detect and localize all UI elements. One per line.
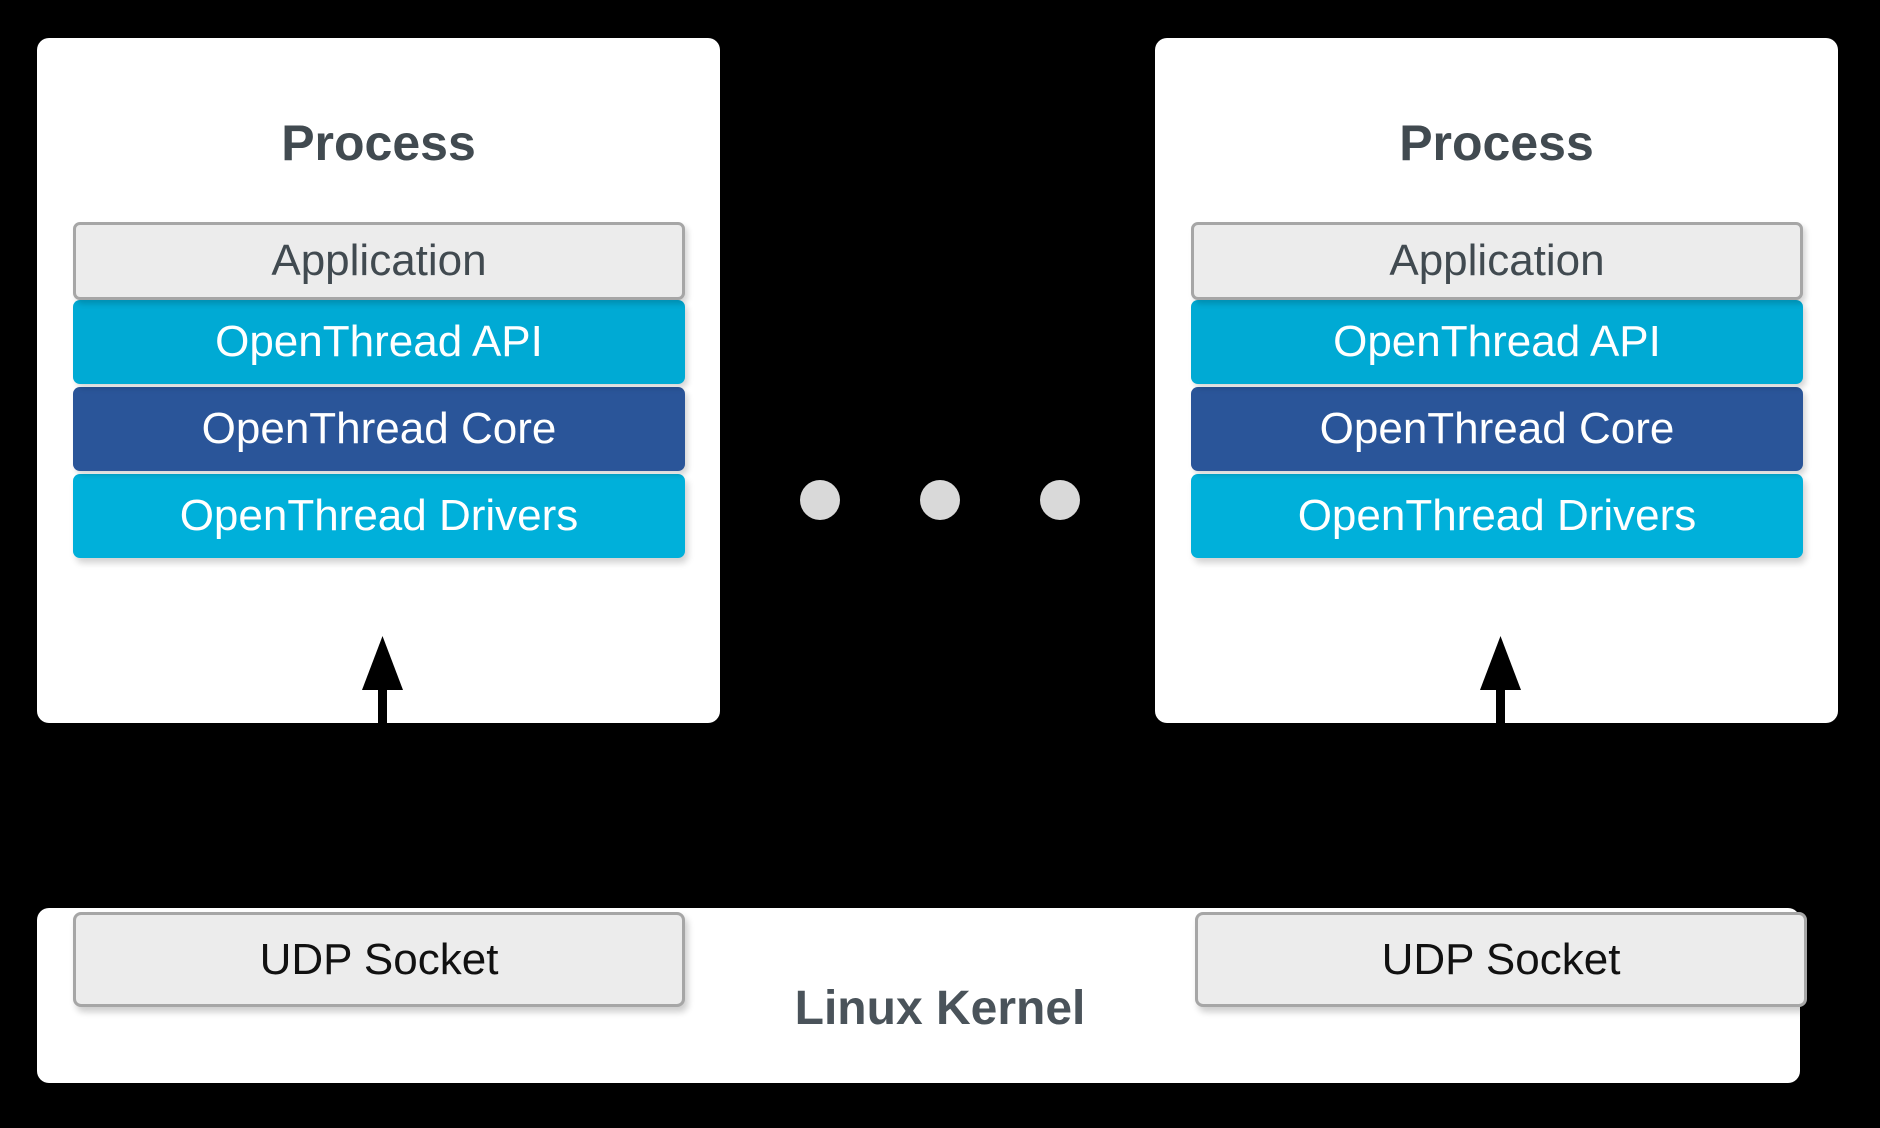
ellipsis-dot-2 <box>920 480 960 520</box>
layer-openthread-api-right[interactable]: OpenThread API <box>1191 300 1803 384</box>
udp-socket-label: UDP Socket <box>259 934 499 984</box>
layer-label: OpenThread Core <box>201 404 557 453</box>
layer-label: OpenThread API <box>1333 317 1661 366</box>
layer-label: OpenThread Drivers <box>179 491 579 540</box>
ellipsis-dot-3 <box>1040 480 1080 520</box>
layer-openthread-drivers-left[interactable]: OpenThread Drivers <box>73 474 685 558</box>
arrow-left-icon <box>362 636 403 728</box>
layer-application-left[interactable]: Application <box>73 222 685 300</box>
process-title-right: Process <box>1399 115 1594 171</box>
udp-socket-left[interactable]: UDP Socket <box>73 912 685 1007</box>
layer-openthread-core-right[interactable]: OpenThread Core <box>1191 387 1803 471</box>
layer-label: OpenThread API <box>215 317 543 366</box>
layer-label: OpenThread Core <box>1319 404 1675 453</box>
ellipsis-dot-1 <box>800 480 840 520</box>
layer-label: Application <box>271 236 487 285</box>
layer-application-right[interactable]: Application <box>1191 222 1803 300</box>
layer-label: Application <box>1389 236 1605 285</box>
layer-openthread-core-left[interactable]: OpenThread Core <box>73 387 685 471</box>
udp-socket-right[interactable]: UDP Socket <box>1195 912 1807 1007</box>
layer-openthread-drivers-right[interactable]: OpenThread Drivers <box>1191 474 1803 558</box>
layer-openthread-api-left[interactable]: OpenThread API <box>73 300 685 384</box>
arrow-right-icon <box>1480 636 1521 728</box>
udp-socket-label: UDP Socket <box>1381 934 1621 984</box>
layer-label: OpenThread Drivers <box>1297 491 1697 540</box>
process-title-left: Process <box>281 115 476 171</box>
kernel-title: Linux Kernel <box>794 982 1086 1035</box>
